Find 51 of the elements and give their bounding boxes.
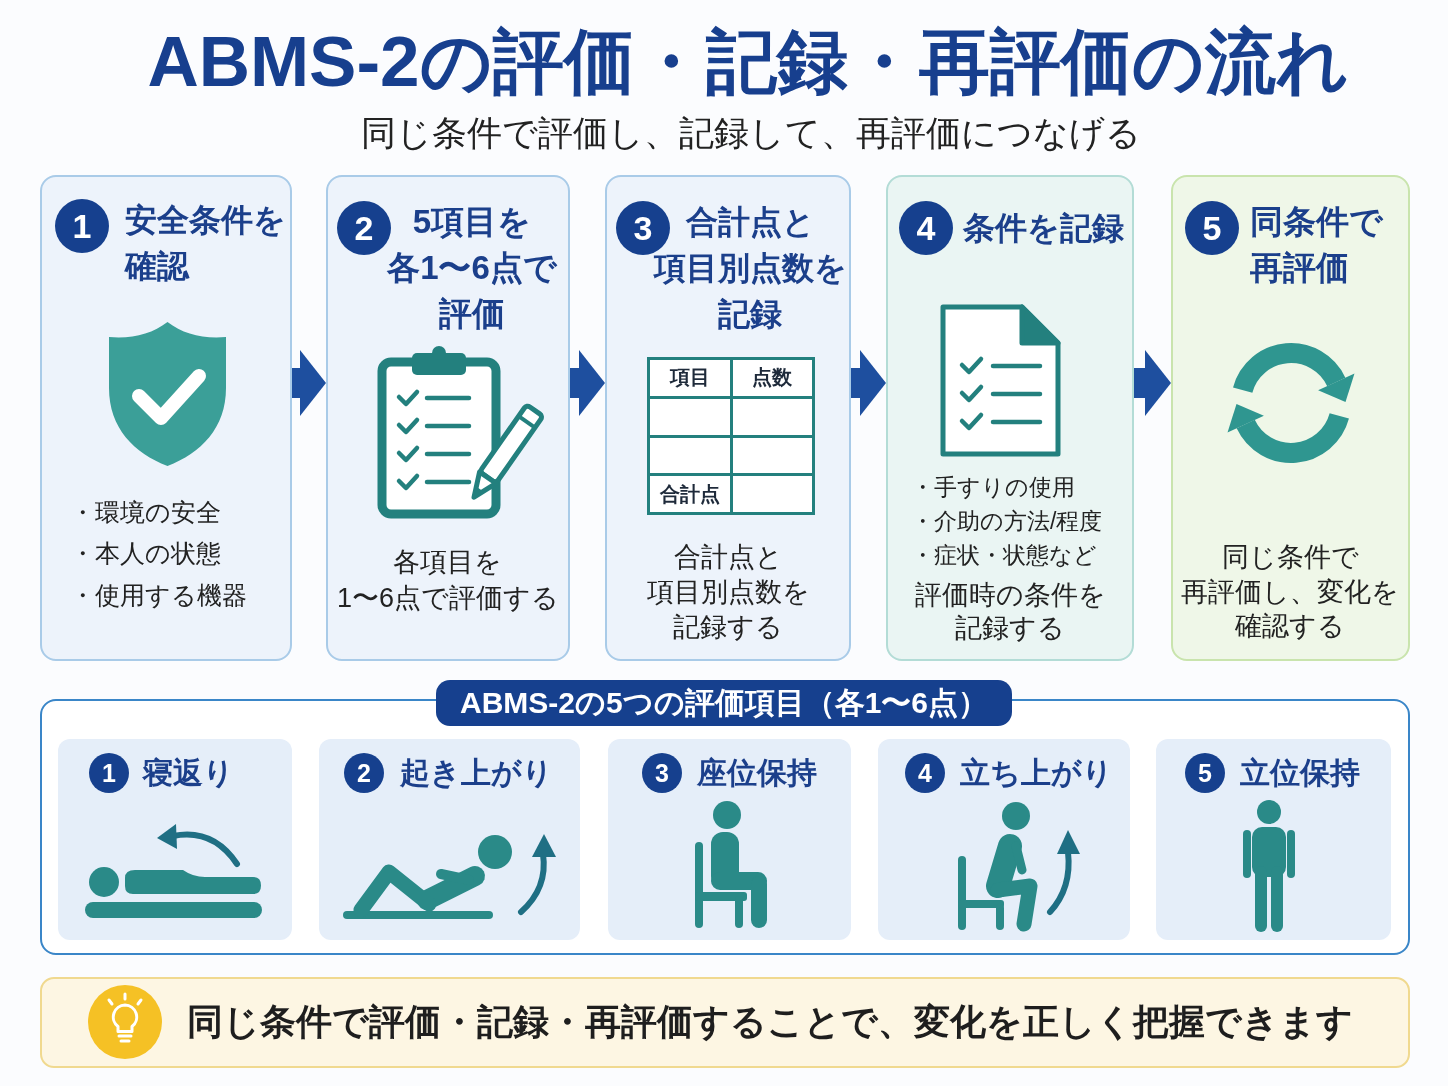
step-description: 各項目を1〜6点で評価する [337,546,559,615]
item-number-badge: 4 [905,753,945,793]
bullet-item: ・環境の安全 [70,497,221,528]
bullet-item: ・手すりの使用 [911,473,1075,502]
step-number-badge: 3 [616,201,670,255]
table-header-cell: 項目 [647,357,730,396]
item-card [319,739,580,940]
bullet-item: ・症状・状態など [911,541,1097,570]
item-number-badge: 3 [642,753,682,793]
step-number-badge: 4 [899,201,953,255]
item-number-badge: 1 [89,753,129,793]
step-description: 合計点と項目別点数を記録する [646,541,810,644]
item-card [1156,739,1391,940]
item-label: 立ち上がり [960,755,1113,791]
item-label: 寝返り [143,755,234,791]
step-panel [326,175,570,661]
step-number-badge: 1 [55,199,109,253]
step-panel [605,175,851,661]
item-card [608,739,851,940]
note-text: 同じ条件で評価・記録・再評価することで、変化を正しく把握できます [187,1000,1353,1044]
step-description: 評価時の条件を記録する [914,579,1106,645]
step-heading: 同条件で再評価 [1250,202,1383,288]
subtitle: 同じ条件で評価し、記録して、再評価につなげる [361,112,1141,154]
arrow [292,350,326,416]
section-tab: ABMS-2の5つの評価項目（各1〜6点） [436,680,1012,726]
step-heading: 条件を記録 [963,209,1124,248]
step-number-badge: 5 [1185,201,1239,255]
bullet-item: ・使用する機器 [70,580,247,611]
table-header-cell: 点数 [729,357,812,396]
bullet-item: ・介助の方法/程度 [911,507,1103,536]
item-number-badge: 5 [1185,753,1225,793]
arrow [1134,350,1171,416]
item-number-badge: 2 [344,753,384,793]
step-number-badge: 2 [337,201,391,255]
title: ABMS-2の評価・記録・再評価の流れ [147,21,1349,103]
item-label: 座位保持 [697,755,817,791]
item-label: 立位保持 [1240,755,1360,791]
step-panel [886,175,1134,661]
item-card [878,739,1130,940]
table-cell: 合計点 [647,473,730,512]
step-panel [40,175,292,661]
step-heading: 安全条件を確認 [125,201,286,286]
bullet-item: ・本人の状態 [70,538,221,569]
arrow [570,350,605,416]
arrow [851,350,886,416]
note-banner [40,977,1410,1068]
item-label: 起き上がり [400,755,553,791]
step-panel [1171,175,1410,661]
step-description: 同じ条件で再評価し、変化を確認する [1181,541,1399,643]
item-card [58,739,292,940]
score-table [647,357,815,515]
